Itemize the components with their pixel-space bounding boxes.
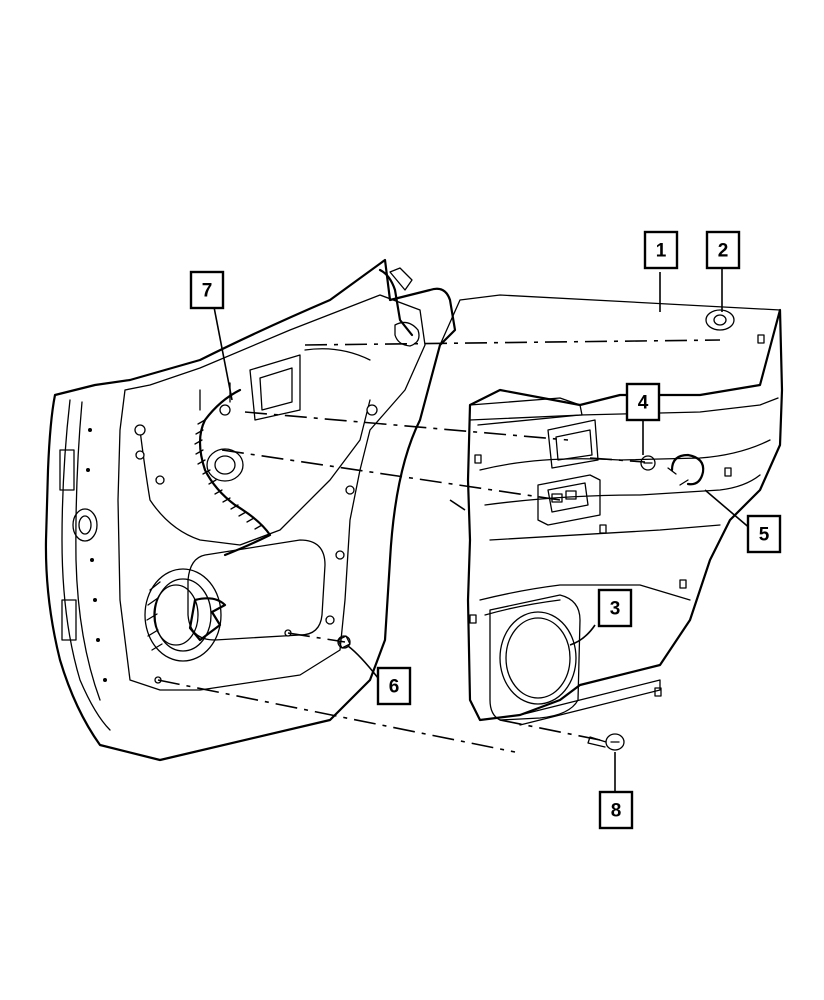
callout-7: 7 (189, 270, 225, 310)
callout-1: 1 (643, 230, 679, 270)
callout-6: 6 (376, 666, 412, 706)
callout-2: 2 (705, 230, 741, 270)
screw-part-4 (640, 455, 656, 471)
callout-leaders (213, 267, 753, 793)
callout-4: 4 (625, 382, 661, 422)
clip-part (667, 453, 705, 486)
callout-3-label: 3 (610, 599, 621, 620)
assembly-lines (157, 339, 721, 753)
callout-5-label: 5 (759, 525, 770, 546)
callout-3: 3 (597, 588, 633, 628)
door-frame (44, 258, 457, 762)
callout-1-label: 1 (656, 241, 667, 262)
callout-4-label: 4 (638, 393, 649, 414)
screw-part-8 (587, 733, 625, 751)
callout-8-label: 8 (611, 801, 622, 822)
push-pin-part (337, 635, 351, 649)
callout-2-label: 2 (718, 241, 729, 262)
callout-7-label: 7 (202, 281, 213, 302)
callout-5: 5 (746, 514, 782, 554)
door-trim-panel (439, 294, 784, 726)
callout-6-label: 6 (389, 677, 400, 698)
callout-8: 8 (598, 790, 634, 830)
